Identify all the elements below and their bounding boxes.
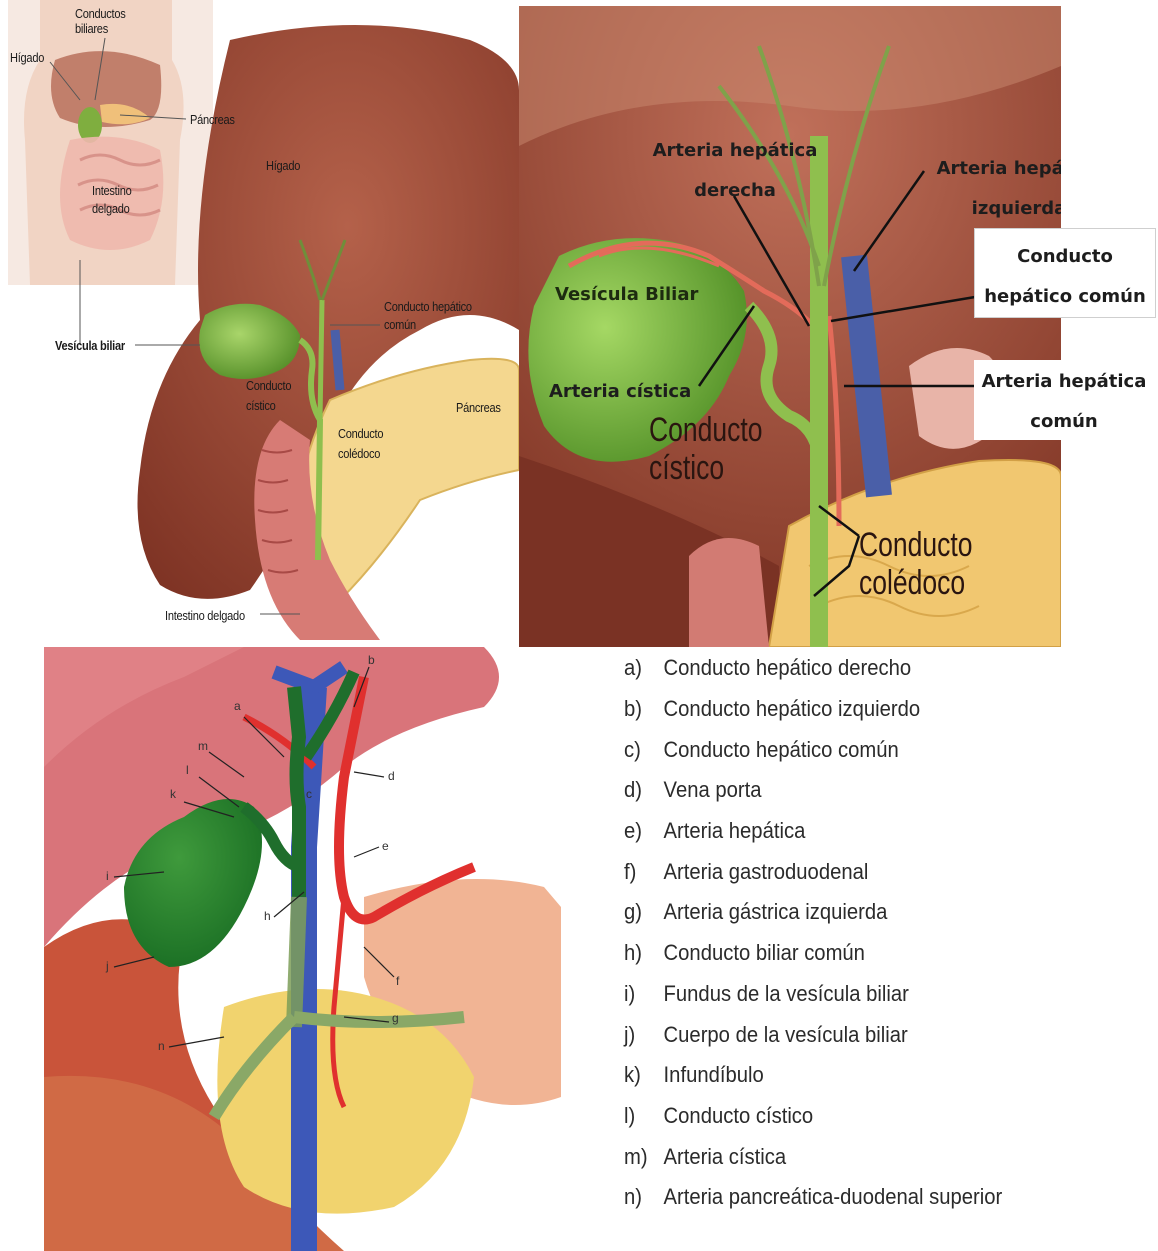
legend-text: Conducto biliar común xyxy=(664,940,865,966)
legend-key: h) xyxy=(624,940,664,966)
legend-key: j) xyxy=(624,1022,664,1048)
legend-key: k) xyxy=(624,1062,664,1088)
legend-key: c) xyxy=(624,737,664,763)
legend-text: Infundíbulo xyxy=(664,1062,764,1088)
overview-illustration-panel: Conductos biliares Hígado Páncreas Intes… xyxy=(0,0,519,647)
legend-key: i) xyxy=(624,981,664,1007)
legend-text: Conducto hepático izquierdo xyxy=(664,696,921,722)
legend-key: b) xyxy=(624,696,664,722)
letter-n: n xyxy=(158,1039,165,1053)
common-hepatic-artery-label-box: Arteria hepática común xyxy=(974,360,1154,440)
label-left-hepatic-artery: Arteria hepática izquierda xyxy=(929,149,1061,229)
letter-m: m xyxy=(198,739,208,753)
label-bile-duct: Conducto colédoco xyxy=(338,424,398,464)
legend-key: m) xyxy=(624,1144,664,1170)
legend-key: n) xyxy=(624,1184,664,1210)
label-cystic-duct: Conducto cístico xyxy=(246,376,299,416)
legend-item: l)Conducto cístico xyxy=(624,1096,1047,1137)
label-pancreas-inset: Páncreas xyxy=(190,112,235,127)
label-right-hepatic-artery: Arteria hepática derecha xyxy=(645,131,825,211)
label-small-intestine-inset: Intestino delgado xyxy=(92,182,143,218)
letter-k: k xyxy=(170,787,176,801)
label-cystic-duct-zoom: Conducto cístico xyxy=(649,411,774,487)
label-gallbladder-zoom: Vesícula Biliar xyxy=(555,284,698,305)
label-common-hepatic-duct-zoom: Conducto hepático común xyxy=(975,237,1155,317)
label-gallbladder: Vesícula biliar xyxy=(55,338,125,353)
letter-f: f xyxy=(396,974,399,988)
legend-item: f)Arteria gastroduodenal xyxy=(624,851,1047,892)
legend-key: e) xyxy=(624,818,664,844)
legend-key: a) xyxy=(624,655,664,681)
legend-key: g) xyxy=(624,899,664,925)
legend-item: e)Arteria hepática xyxy=(624,811,1047,852)
legend-text: Arteria hepática xyxy=(664,818,806,844)
letter-l: l xyxy=(186,763,189,777)
letter-h: h xyxy=(264,909,271,923)
legend-item: k)Infundíbulo xyxy=(624,1055,1047,1096)
label-liver-inset: Hígado xyxy=(10,50,44,65)
legend-text: Arteria pancreática-duodenal superior xyxy=(664,1184,1003,1210)
label-common-hepatic-duct: Conducto hepático común xyxy=(384,298,478,334)
letter-i: i xyxy=(106,869,109,883)
legend-text: Conducto hepático derecho xyxy=(664,655,912,681)
zoomed-biliary-panel: Arteria hepática derecha Arteria hepátic… xyxy=(519,6,1061,647)
legend-text: Fundus de la vesícula biliar xyxy=(664,981,909,1007)
letter-a: a xyxy=(234,699,241,713)
legend-item: d)Vena porta xyxy=(624,770,1047,811)
torso-inset xyxy=(8,0,213,285)
legend-text: Arteria gástrica izquierda xyxy=(664,899,888,925)
legend-key: d) xyxy=(624,777,664,803)
letter-b: b xyxy=(368,653,375,667)
common-hepatic-duct-label-box: Conducto hepático común xyxy=(974,228,1156,318)
legend-item: g)Arteria gástrica izquierda xyxy=(624,892,1047,933)
structure-legend: a)Conducto hepático derecho b)Conducto h… xyxy=(624,648,1084,1218)
legend-text: Vena porta xyxy=(664,777,762,803)
letter-g: g xyxy=(392,1011,399,1025)
legend-key: l) xyxy=(624,1103,664,1129)
legend-item: b)Conducto hepático izquierdo xyxy=(624,689,1047,730)
legend-item: i)Fundus de la vesícula biliar xyxy=(624,974,1047,1015)
lettered-anatomy-drawing xyxy=(44,647,561,1251)
legend-item: a)Conducto hepático derecho xyxy=(624,648,1047,689)
legend-text: Arteria gastroduodenal xyxy=(664,859,869,885)
legend-text: Arteria cística xyxy=(664,1144,787,1170)
letter-c: c xyxy=(306,787,312,801)
letter-j: j xyxy=(106,959,109,973)
label-liver: Hígado xyxy=(266,158,300,173)
legend-text: Conducto cístico xyxy=(664,1103,814,1129)
legend-item: h)Conducto biliar común xyxy=(624,933,1047,974)
legend-key: f) xyxy=(624,859,664,885)
legend-item: m)Arteria cística xyxy=(624,1136,1047,1177)
label-bile-ducts-inset: Conductos biliares xyxy=(75,6,135,36)
letter-d: d xyxy=(388,769,395,783)
label-small-intestine: Intestino delgado xyxy=(165,608,245,623)
legend-item: n)Arteria pancreática-duodenal superior xyxy=(624,1177,1047,1218)
label-bile-duct-zoom: Conducto colédoco xyxy=(859,526,992,602)
legend-text: Conducto hepático común xyxy=(664,737,899,763)
lettered-anatomy-panel: a b c d e f g h i j k l m n xyxy=(44,647,561,1251)
legend-item: j)Cuerpo de la vesícula biliar xyxy=(624,1014,1047,1055)
label-pancreas: Páncreas xyxy=(456,400,501,415)
legend-text: Cuerpo de la vesícula biliar xyxy=(664,1022,908,1048)
legend-item: c)Conducto hepático común xyxy=(624,729,1047,770)
label-common-hepatic-artery: Arteria hepática común xyxy=(974,362,1154,442)
label-cystic-artery: Arteria cística xyxy=(549,381,691,402)
letter-e: e xyxy=(382,839,389,853)
